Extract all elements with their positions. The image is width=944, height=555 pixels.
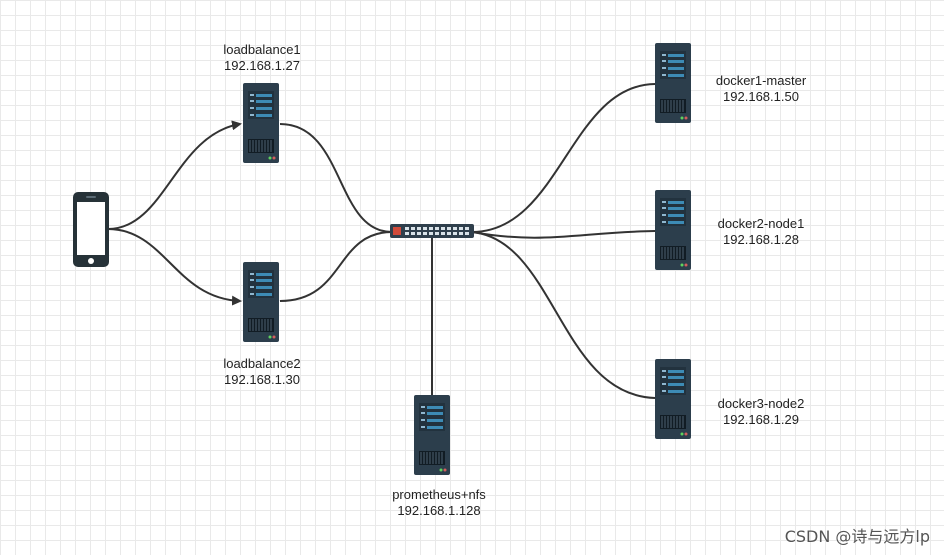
link-phone-lb1: [107, 120, 242, 230]
link-lb1-switch: [279, 123, 393, 233]
label-lb1: loadbalance1 192.168.1.27: [223, 42, 300, 74]
label-d2: docker2-node1 192.168.1.28: [718, 216, 805, 248]
link-switch-d2: [471, 230, 656, 239]
label-lb2-name: loadbalance2: [223, 356, 301, 371]
link-switch-d3: [471, 231, 656, 399]
switch-icon: [390, 224, 474, 238]
link-phone-lb2: [107, 228, 242, 306]
server-icon-d3: [654, 358, 692, 440]
label-lb2-ip: 192.168.1.30: [224, 372, 300, 387]
label-d2-ip: 192.168.1.28: [723, 232, 799, 247]
server-icon-d2: [654, 189, 692, 271]
link-switch-d1: [471, 83, 656, 233]
label-prometheus-name: prometheus+nfs: [392, 487, 486, 502]
server-icon-prometheus: [413, 394, 451, 476]
label-d1: docker1-master 192.168.1.50: [716, 73, 806, 105]
server-icon-d1: [654, 42, 692, 124]
label-prometheus: prometheus+nfs 192.168.1.128: [392, 487, 486, 519]
label-prometheus-ip: 192.168.1.128: [397, 503, 481, 518]
label-d1-ip: 192.168.1.50: [723, 89, 799, 104]
phone-icon: [73, 192, 109, 267]
label-d3-ip: 192.168.1.29: [723, 412, 799, 427]
label-d2-name: docker2-node1: [717, 216, 805, 231]
connections: [107, 83, 656, 399]
server-icon-lb1: [242, 82, 280, 164]
label-lb1-ip: 192.168.1.27: [224, 58, 300, 73]
link-lb2-switch: [279, 231, 393, 302]
server-icon-lb2: [242, 261, 280, 343]
label-d1-name: docker1-master: [715, 73, 807, 88]
label-d3: docker3-node2 192.168.1.29: [718, 396, 805, 428]
watermark: CSDN @诗与远方lp: [784, 527, 930, 546]
label-d3-name: docker3-node2: [717, 396, 805, 411]
label-lb2: loadbalance2 192.168.1.30: [223, 356, 300, 388]
label-lb1-name: loadbalance1: [223, 42, 301, 57]
